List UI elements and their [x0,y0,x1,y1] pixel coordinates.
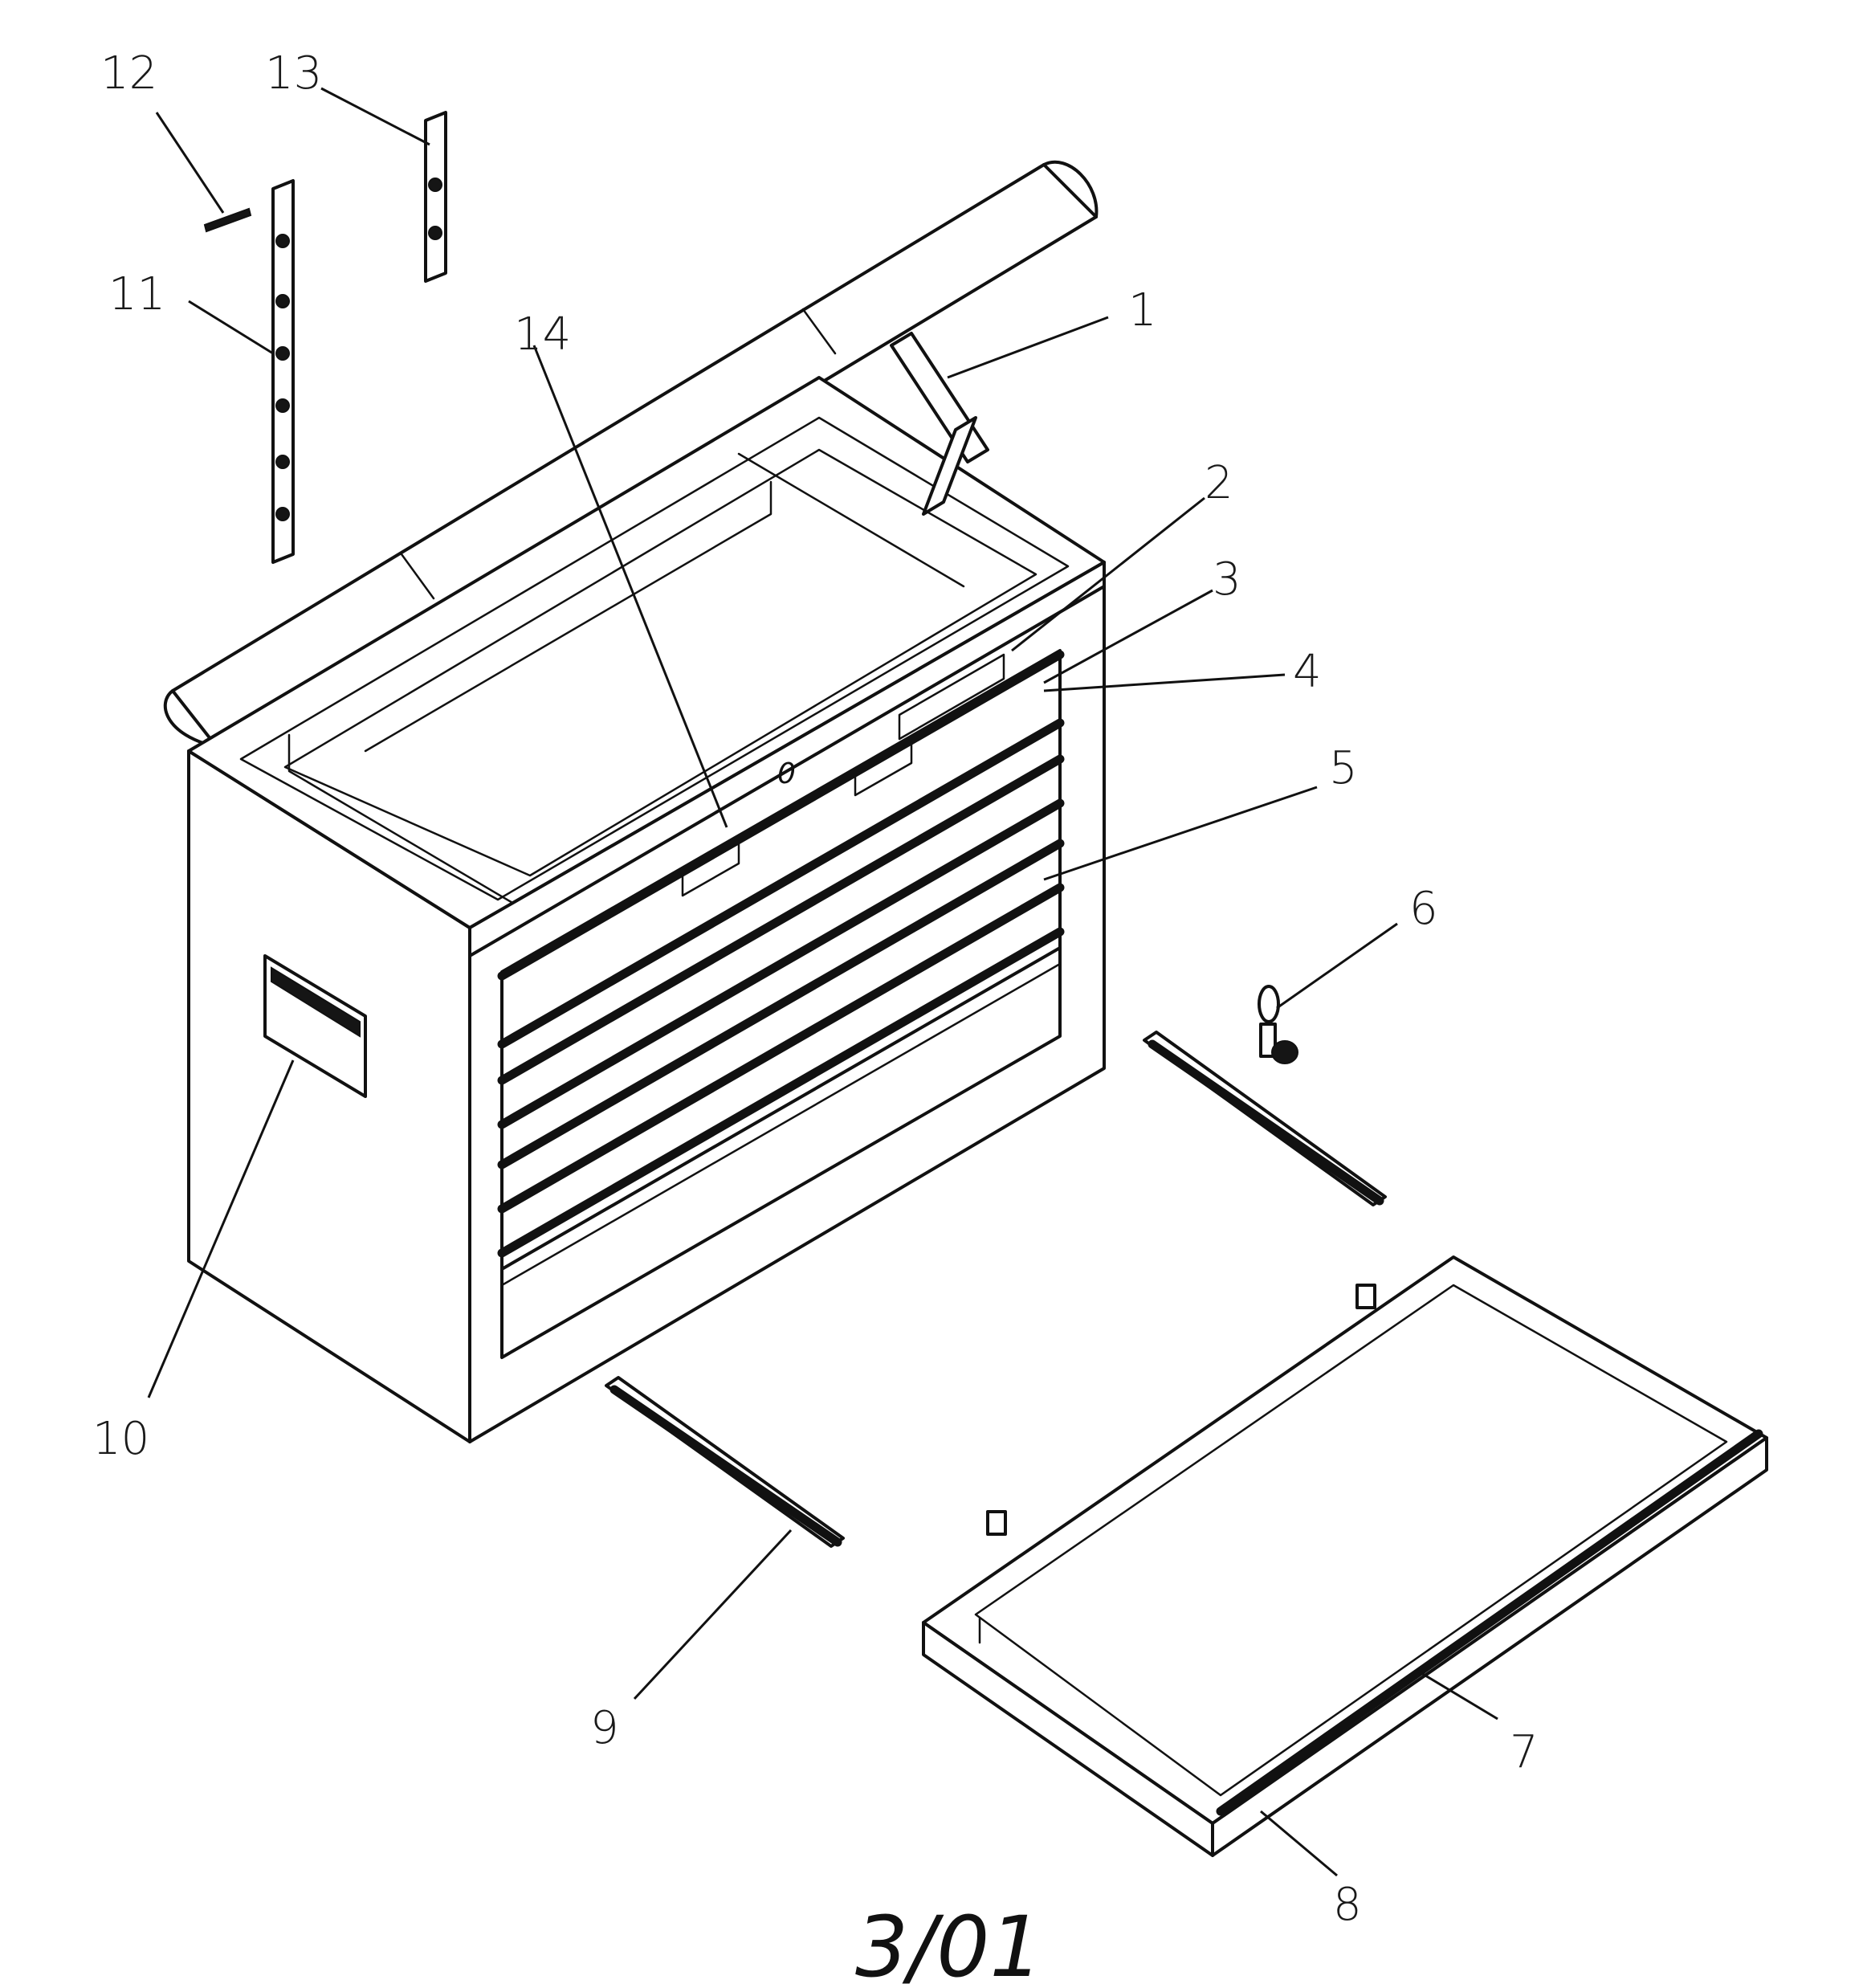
callout-9: 9 [590,1702,619,1754]
lock [1258,985,1298,1064]
callout-7: 7 [1510,1726,1539,1778]
callout-4: 4 [1293,646,1322,698]
lid-stay [890,332,989,516]
drawer-bank: 0 [497,649,1065,1359]
hanger-strip-long [271,179,295,564]
callout-12: 12 [100,47,157,100]
tool-chest-lid [163,160,1099,749]
date-stamp: 3/01 [855,1898,1043,1988]
hanger-strip-short [424,111,447,283]
callout-3: 3 [1213,553,1241,606]
callout-1: 1 [1128,284,1157,337]
callout-10: 10 [92,1413,149,1465]
callout-8: 8 [1333,1879,1362,1931]
callout-13: 13 [265,47,322,100]
callout-11: 11 [108,268,165,320]
drawer [922,1255,1768,1857]
callout-6: 6 [1409,883,1438,935]
leader-lines [147,87,1498,1877]
callout-5: 5 [1329,742,1358,794]
callout-labels: 1 2 3 4 5 6 7 8 9 10 11 12 13 14 [92,47,1539,1931]
callout-2: 2 [1205,457,1233,509]
drawer-slide [605,1376,845,1548]
drawer-slide-right [1143,1031,1387,1206]
callout-14: 14 [514,308,571,361]
pin [203,207,252,233]
svg-text:0: 0 [777,757,796,790]
